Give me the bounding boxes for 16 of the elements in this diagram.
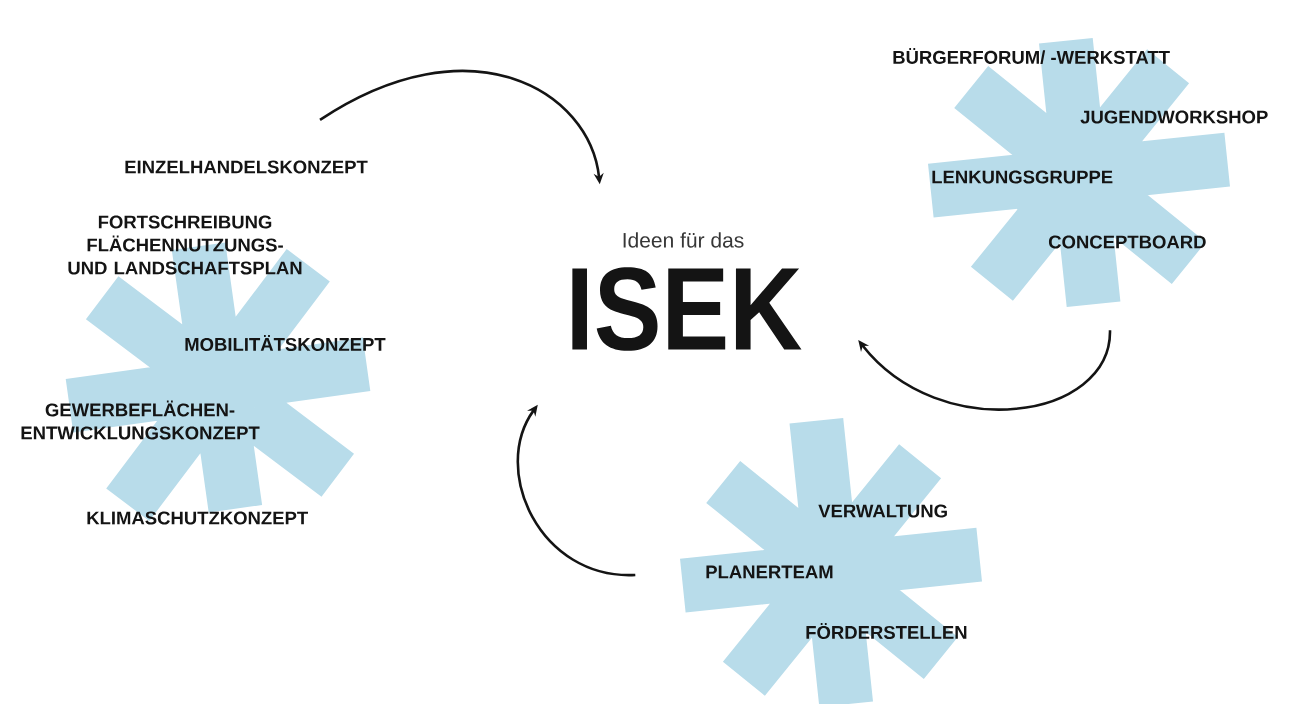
item-label: GEWERBEFLÄCHEN- ENTWICKLUNGSKONZEPT [21,400,260,440]
curved-arrow [858,330,1112,411]
title: ISEK [572,267,802,351]
item-label: CONCEPTBOARD [1048,235,1206,249]
item-label: BÜRGERFORUM/ -WERKSTATT [893,47,1170,65]
item-label: KLIMASCHUTZKONZEPT [87,511,308,525]
subtitle: Ideen für das [623,232,744,248]
item-label: FÖRDERSTELLEN [806,623,967,639]
item-label: JUGENDWORKSHOP [1080,110,1268,124]
item-label: EINZELHANDELSKONZEPT [125,160,368,174]
asterisk-shape [680,418,982,704]
item-label: VERWALTUNG [818,504,947,518]
item-label: FORTSCHREIBUNG FLÄCHENNUTZUNGS- UND LANDSCHAFTSPLAN [68,215,302,275]
item-label: PLANERTEAM [706,565,833,579]
item-label: MOBILITÄTSKONZEPT [185,335,386,351]
item-label: LENKUNGSGRUPPE [932,170,1113,184]
